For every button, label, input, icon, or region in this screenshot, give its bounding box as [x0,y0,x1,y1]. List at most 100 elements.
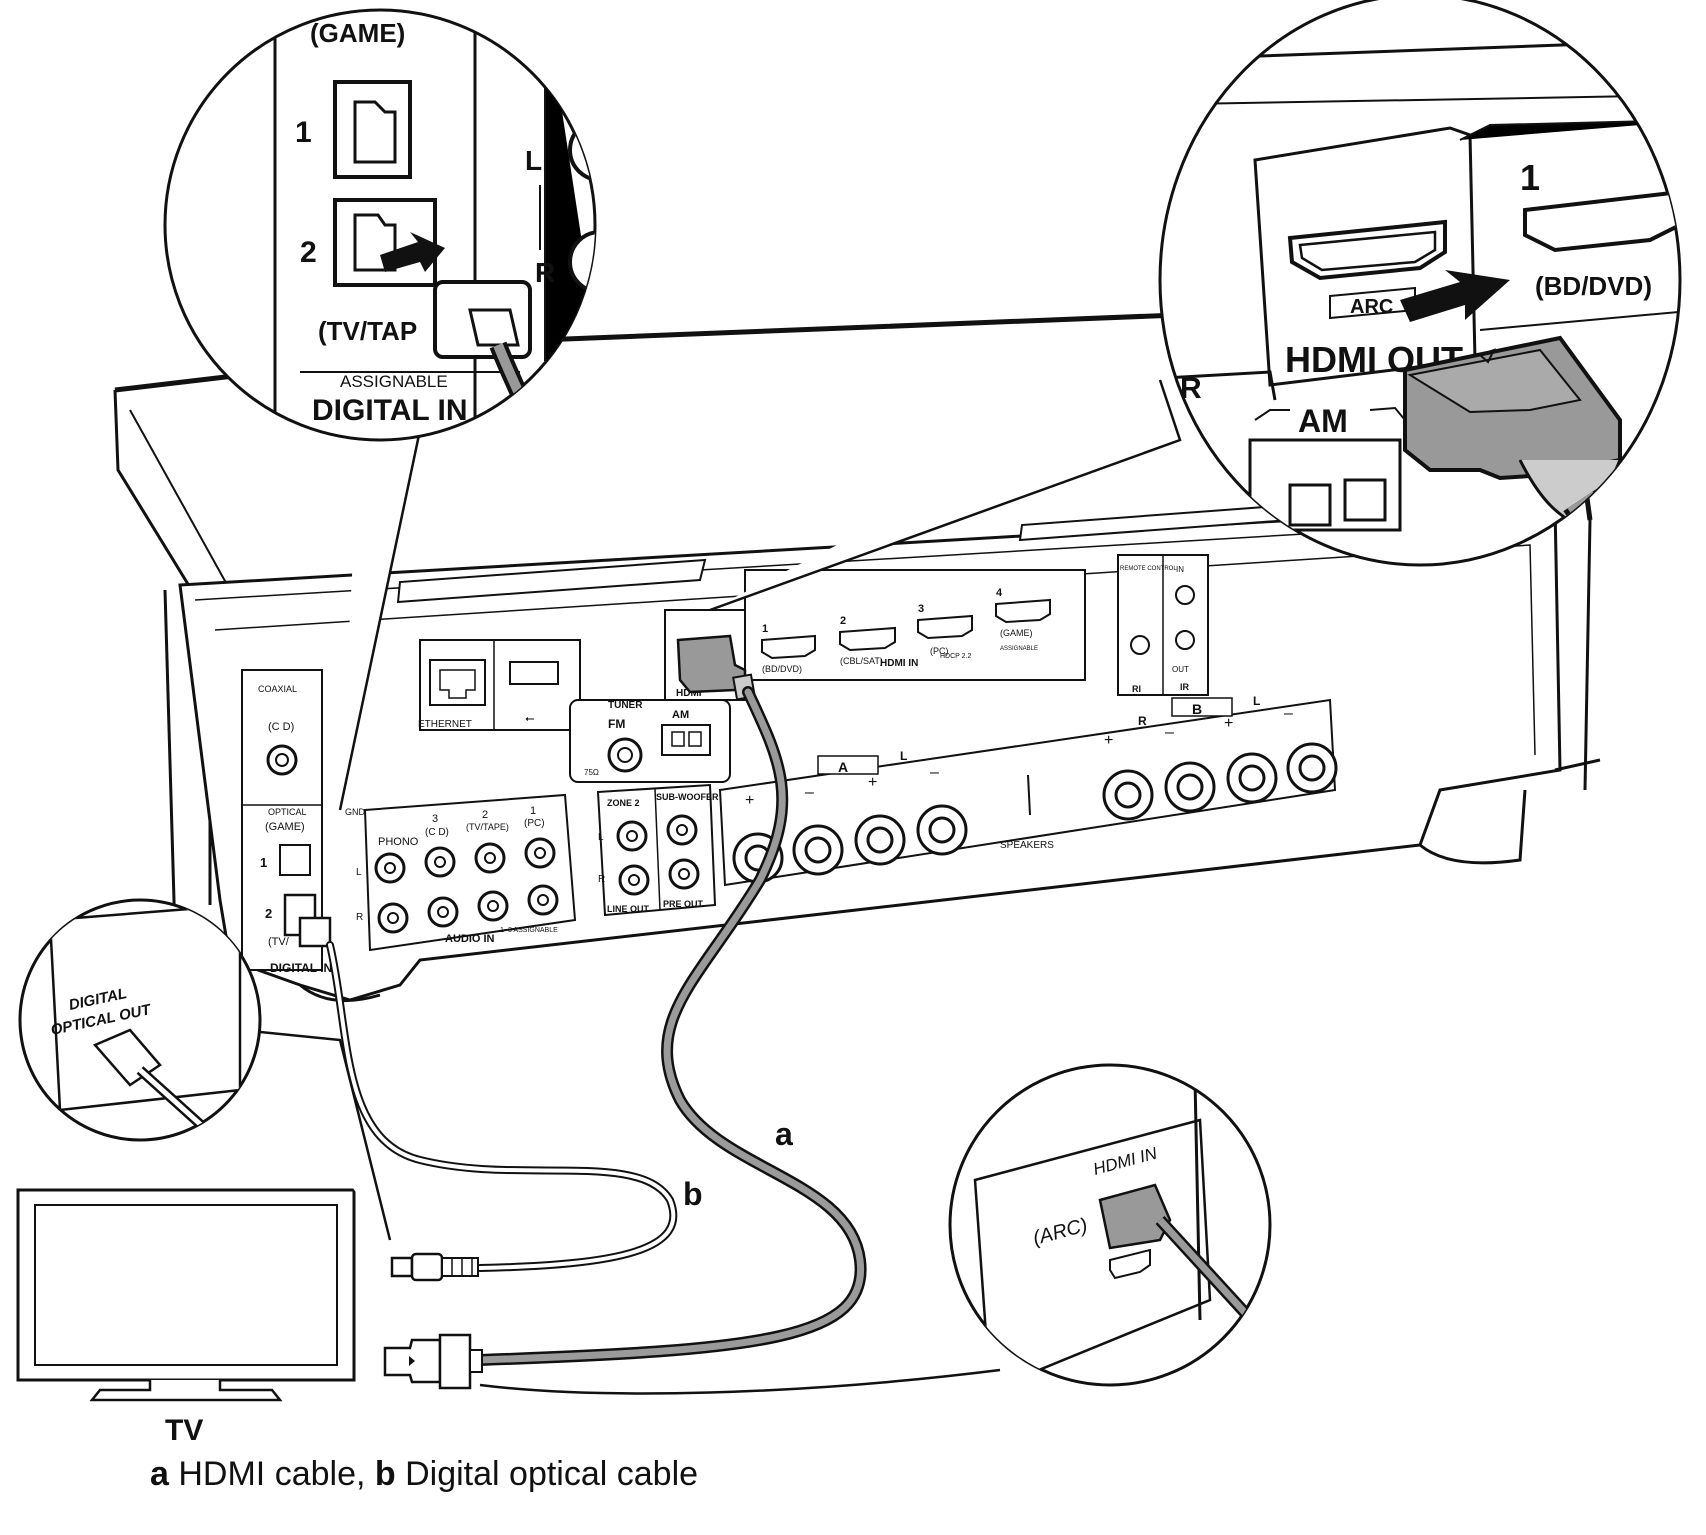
coaxial-label: COAXIAL [258,684,297,694]
svg-text:1: 1 [762,623,768,635]
am-antenna-terminal [661,724,711,756]
caption-a-letter: a [150,1455,169,1493]
optical-jack-1 [279,844,311,876]
digital-in-panel: COAXIAL (C D) OPTICAL (GAME) 1 2 (TV/ DI… [241,669,332,975]
svg-text:GND: GND [345,807,366,817]
svg-text:–: – [1284,705,1293,722]
svg-text:R: R [1138,714,1147,728]
svg-text:+: + [868,774,877,791]
svg-text:A: A [838,759,848,775]
svg-text:DIGITAL IN: DIGITAL IN [312,394,468,427]
svg-text:R: R [356,912,363,923]
svg-text:HDMI IN: HDMI IN [880,658,918,669]
svg-text:(TV/TAP: (TV/TAP [318,316,417,346]
network-panel: ETHERNET ⭠ [418,639,581,731]
svg-text:L: L [525,145,542,176]
svg-text:FM: FM [608,717,625,731]
svg-text:SPEAKERS: SPEAKERS [1000,840,1054,851]
audio-in-panel: GND PHONO 3 (C D) 2 (TV/TAPE) 1 (PC) L R… [345,793,577,952]
svg-text:(GAME): (GAME) [1000,628,1033,638]
svg-text:(PC): (PC) [524,818,545,829]
cable-a-label: a [775,1116,793,1152]
svg-text:1: 1 [1520,157,1540,198]
caption-b-letter: b [374,1455,396,1493]
svg-text:PHONO: PHONO [378,836,419,848]
ethernet-label: ETHERNET [418,719,472,730]
svg-text:(BD/DVD): (BD/DVD) [1535,271,1652,301]
svg-text:2: 2 [482,809,488,821]
svg-text:REMOTE CONTROL: REMOTE CONTROL [1120,566,1177,572]
svg-text:+: + [1104,732,1113,749]
usb-port [509,661,559,685]
svg-text:2: 2 [840,615,846,627]
svg-text:OUT: OUT [1172,665,1189,674]
optical-label: OPTICAL [268,807,307,817]
svg-text:75Ω: 75Ω [584,768,599,777]
svg-text:(GAME): (GAME) [310,18,405,48]
svg-text:R: R [535,257,555,288]
svg-text:(BD/DVD): (BD/DVD) [762,664,802,674]
figure-caption: a HDMI cable, b Digital optical cable [150,1455,698,1494]
optical-plug-tv-end [390,1252,479,1282]
svg-text:L: L [356,867,362,878]
hdmi-out-label: HDMI [676,688,702,699]
preout-panel: ZONE 2 SUB-WOOFER L R LINE OUT PRE OUT [596,783,719,917]
tv: TV [16,1188,356,1447]
svg-text:IN: IN [1176,565,1184,574]
svg-text:+: + [745,792,754,809]
svg-text:1: 1 [530,805,536,817]
hdmi-input-1: 1 (BD/DVD) [761,623,816,674]
zoom-tv-optical-out: DIGITAL OPTICAL OUT [18,898,392,1241]
tuner-panel: TUNER FM 75Ω AM [569,699,731,783]
svg-text:2: 2 [300,236,317,269]
coaxial-cd-label: (C D) [268,721,294,733]
svg-text:TUNER: TUNER [608,700,643,711]
usb-icon: ⭠ [525,711,535,725]
svg-text:(C D): (C D) [425,827,449,838]
svg-text:(TV/: (TV/ [268,936,290,948]
svg-text:–: – [1165,724,1174,741]
svg-text:LINE OUT: LINE OUT [607,904,650,914]
remote-control-panel: REMOTE CONTROL RI IN OUT IR [1117,554,1209,696]
hdmi-input-3: 3 (PC) [917,603,973,656]
cable-b-label: b [683,1176,703,1212]
svg-text:ZONE 2: ZONE 2 [607,798,640,808]
svg-text:RI: RI [1132,684,1141,694]
svg-text:1~3 ASSIGNABLE: 1~3 ASSIGNABLE [500,927,558,934]
svg-text:(PC): (PC) [930,646,949,656]
svg-text:(CBL/SAT): (CBL/SAT) [840,656,883,666]
svg-text:3: 3 [432,813,438,825]
svg-text:3: 3 [918,603,924,615]
svg-text:ASSIGNABLE: ASSIGNABLE [340,372,448,391]
zoom-digital-in: (GAME) 1 2 (TV/TAP ASSIGNABLE DIGITAL IN… [163,8,597,811]
svg-text:HDCP 2.2: HDCP 2.2 [940,653,971,660]
svg-text:R: R [598,874,605,885]
svg-text:L: L [598,832,604,843]
caption-a-text: HDMI cable, [168,1455,375,1493]
svg-text:ARC: ARC [1350,296,1393,318]
svg-text:1: 1 [295,116,312,149]
svg-text:L: L [1253,694,1260,708]
svg-text:2: 2 [265,906,272,921]
svg-text:–: – [805,784,814,801]
svg-text:–: – [930,764,939,781]
zoom-tv-hdmi-in: HDMI IN (ARC) [479,1063,1272,1395]
caption-b-text: Digital optical cable [395,1455,699,1493]
svg-text:R: R [1180,372,1202,405]
svg-text:L: L [900,749,907,763]
zoom-hdmi-out: ARC HDMI OUT 1 (BD/DVD) R AM [709,0,1682,612]
svg-text:PRE OUT: PRE OUT [663,899,704,909]
svg-text:4: 4 [996,587,1003,599]
svg-text:DIGITAL IN: DIGITAL IN [270,961,332,975]
svg-text:(TV/TAPE): (TV/TAPE) [466,822,509,832]
svg-text:AUDIO IN: AUDIO IN [445,933,495,945]
svg-text:IR: IR [1180,682,1190,692]
optical-plug-receiver [283,893,332,948]
svg-text:AM: AM [672,709,689,721]
svg-text:AM: AM [1298,403,1348,439]
hdmi-plug-tv-end [383,1333,483,1390]
tv-label: TV [165,1414,203,1447]
svg-text:1: 1 [260,855,267,870]
optical-game-label: (GAME) [265,821,305,833]
